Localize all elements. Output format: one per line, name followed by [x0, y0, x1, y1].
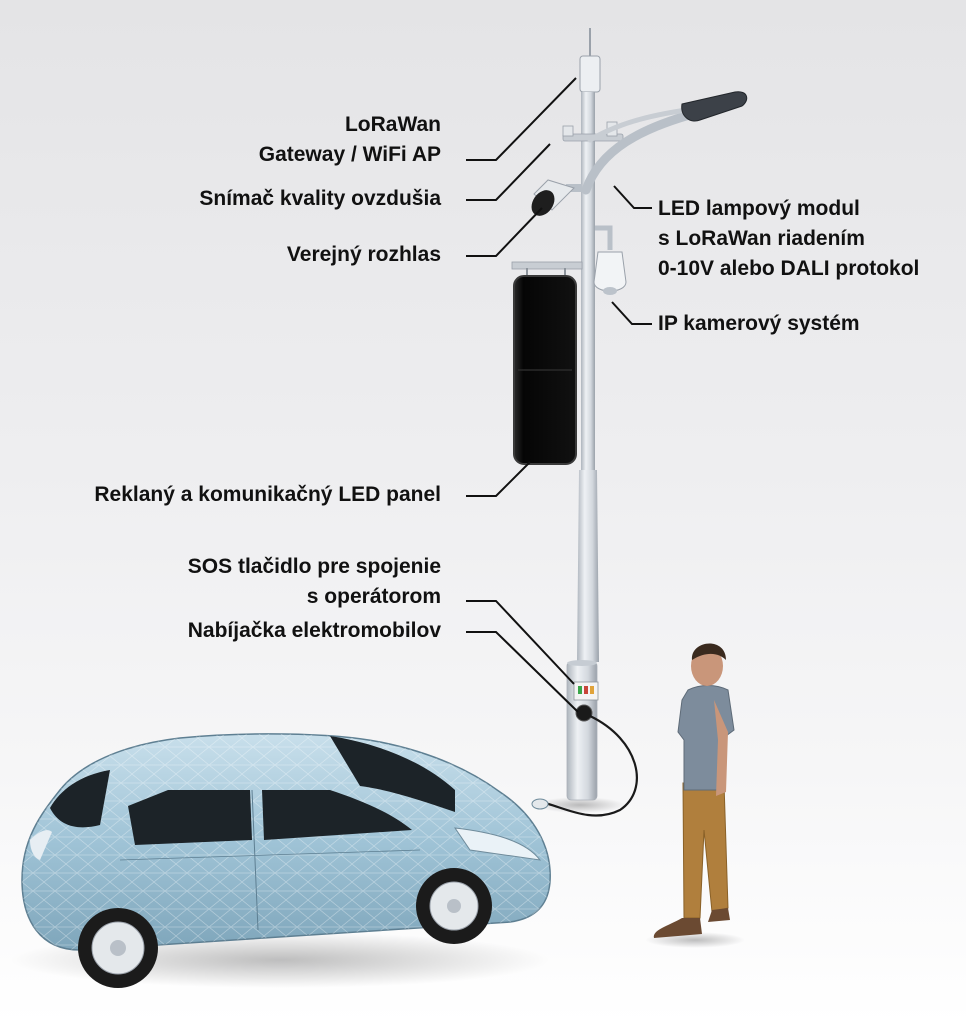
leader-led-lamp	[613, 185, 652, 209]
camera-lens	[603, 287, 617, 295]
callout-gateway-line2: Gateway / WiFi AP	[258, 143, 441, 166]
callout-gateway: LoRaWan Gateway / WiFi AP	[259, 110, 441, 170]
pole-upper	[581, 92, 595, 472]
leader-lines	[466, 77, 652, 713]
leader-sos	[466, 600, 575, 685]
callout-led-lamp-line2: s LoRaWan riadením	[658, 227, 865, 250]
leader-ip-camera	[611, 301, 652, 325]
pole-lower	[577, 470, 599, 662]
air-sensor	[562, 125, 574, 137]
callout-sos-line2: s operátorom	[306, 585, 441, 608]
leader-gateway	[466, 77, 577, 161]
car-charging-port	[531, 798, 549, 810]
sos-indicator-orange	[590, 686, 594, 694]
lamp-arm	[581, 107, 705, 195]
person-hair	[691, 643, 726, 660]
callout-led-panel: Reklaný a komunikačný LED panel	[94, 480, 441, 510]
car-side-window-rear	[128, 790, 252, 845]
panel-bracket	[511, 261, 583, 270]
callout-sos: SOS tlačidlo pre spojenie s operátorom	[188, 552, 441, 612]
gateway-box	[579, 55, 601, 93]
callout-ev-charger: Nabíjačka elektromobilov	[188, 616, 441, 646]
leader-air-quality	[466, 143, 551, 201]
car-side-window-front	[262, 790, 412, 840]
leader-public-address	[466, 207, 543, 257]
car-taillight	[30, 830, 52, 860]
callout-ip-camera-text: IP kamerový systém	[658, 312, 860, 335]
electric-car	[21, 733, 551, 988]
person	[653, 643, 735, 938]
ev-charger-socket	[575, 704, 593, 722]
callout-led-lamp-line1: LED lampový modul	[658, 197, 860, 220]
person-arm	[714, 700, 728, 796]
leader-led-panel	[466, 461, 531, 497]
callout-ev-charger-text: Nabíjačka elektromobilov	[187, 619, 441, 642]
callout-ip-camera: IP kamerový systém	[658, 309, 860, 339]
callout-gateway-line1: LoRaWan	[344, 113, 441, 136]
callout-public-address-text: Verejný rozhlas	[286, 243, 441, 266]
loudspeaker	[531, 179, 582, 216]
pole-base-top	[567, 660, 597, 666]
callout-led-lamp-line3: 0-10V alebo DALI protokol	[658, 257, 920, 280]
person-trousers	[682, 782, 729, 919]
pole-shadow	[535, 797, 625, 813]
person-shoe-1	[653, 918, 702, 938]
callout-sos-line1: SOS tlačidlo pre spojenie	[187, 555, 441, 578]
car-headlight	[453, 827, 542, 861]
charging-cable	[539, 715, 638, 817]
callout-led-lamp: LED lampový modul s LoRaWan riadením 0-1…	[658, 194, 919, 284]
car-rear-wheel	[78, 908, 158, 988]
camera-bracket	[595, 225, 613, 250]
sos-indicator-green	[578, 686, 582, 694]
led-lamp-head	[681, 91, 748, 122]
person-shoe-2	[708, 908, 730, 922]
callout-air-quality-text: Snímač kvality ovzdušia	[199, 187, 441, 210]
sos-indicator-red	[584, 686, 588, 694]
car-windshield	[330, 736, 455, 812]
leader-ev-charger	[466, 631, 579, 713]
car-front-wheel	[416, 868, 492, 944]
callout-public-address: Verejný rozhlas	[287, 240, 441, 270]
ip-camera	[593, 251, 627, 292]
callout-air-quality: Snímač kvality ovzdušia	[199, 184, 441, 214]
callout-led-panel-text: Reklaný a komunikačný LED panel	[94, 483, 441, 506]
car-rear-window	[50, 770, 110, 828]
